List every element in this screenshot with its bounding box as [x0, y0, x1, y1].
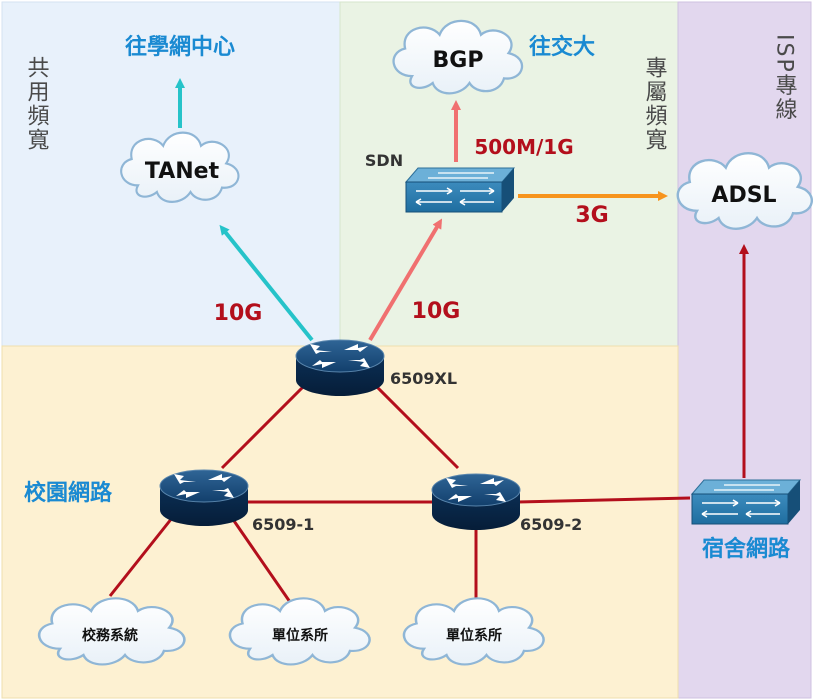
router-6509-1-icon [159, 469, 249, 527]
link-router1-units1 [230, 517, 292, 603]
link-router1-school-affairs [108, 517, 174, 597]
link-core-router1 [220, 380, 310, 470]
cloud-label-tanet: TANet [145, 159, 220, 184]
link-core-router2 [370, 380, 460, 470]
zone-label-shared: 共用頻寬 [24, 56, 50, 152]
cloud-label-adsl: ADSL [711, 183, 776, 208]
link-router2-dorm [517, 496, 691, 504]
cloud-label-units-1: 單位系所 [272, 627, 328, 644]
link-label-core-tanet: 10G [214, 301, 263, 326]
link-core-sdn [368, 218, 443, 342]
sdn-switch-icon [405, 167, 515, 213]
device-label-router2: 6509-2 [520, 515, 582, 534]
link-label-core-sdn: 10G [412, 299, 461, 324]
cloud-label-school-affairs: 校務系統 [82, 627, 138, 644]
cloud-label-bgp: BGP [433, 48, 484, 73]
zone-label-isp: ISP專線 [772, 34, 798, 122]
label-campus-network: 校園網路 [24, 480, 113, 506]
link-label-sdn-adsl: 3G [575, 203, 608, 228]
label-dorm-network: 宿舍網路 [702, 536, 791, 562]
zone-label-dedicated: 專屬頻寬 [642, 56, 668, 152]
cloud-label-units-2: 單位系所 [446, 627, 502, 644]
device-label-sdn: SDN [365, 151, 403, 170]
router-core-icon [295, 339, 385, 397]
device-label-router1: 6509-1 [252, 515, 314, 534]
label-tanet-center: 往學網中心 [125, 34, 235, 60]
dorm-switch-icon [691, 479, 801, 525]
link-core-tanet [219, 224, 314, 342]
device-label-core: 6509XL [390, 369, 457, 388]
link-label-sdn-bgp: 500M/1G [474, 135, 573, 159]
router-6509-2-icon [431, 473, 521, 531]
label-nctu: 往交大 [529, 34, 595, 60]
